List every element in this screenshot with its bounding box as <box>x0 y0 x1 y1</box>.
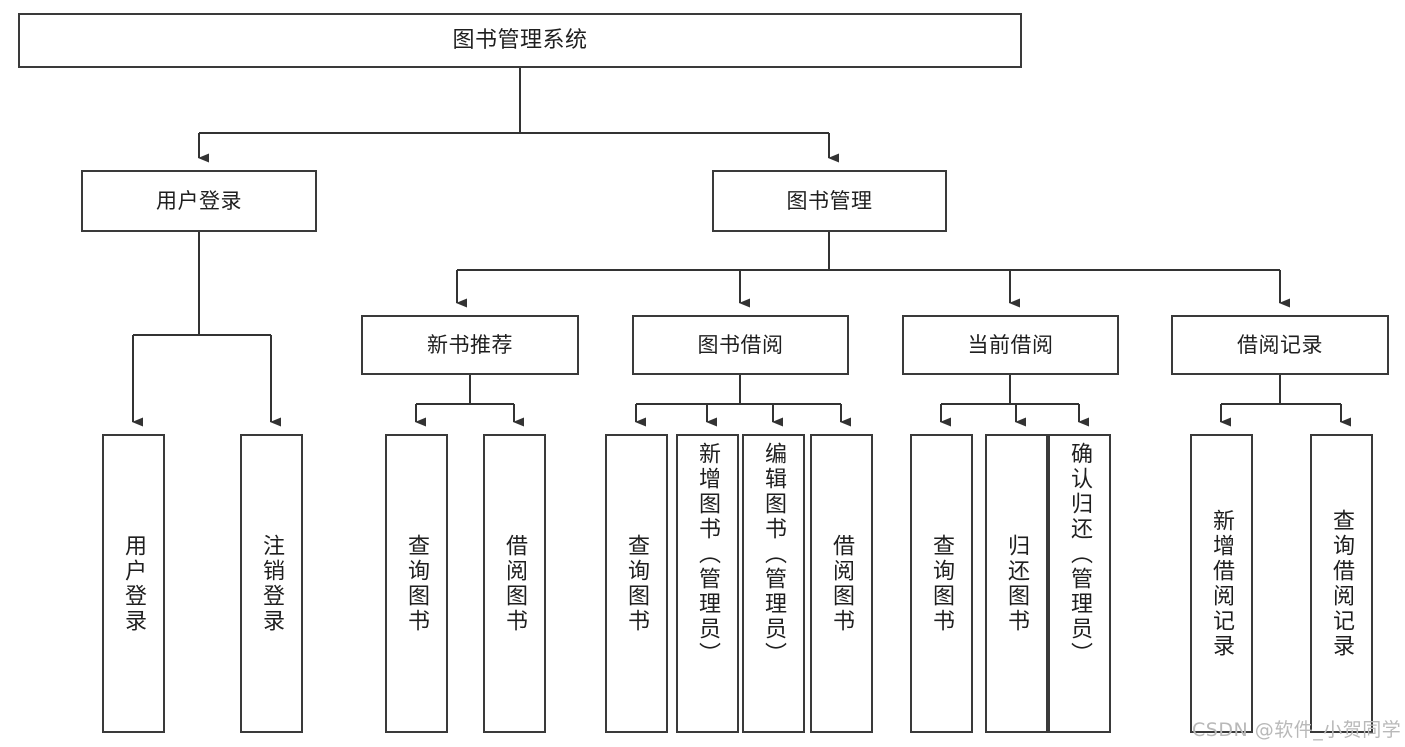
watermark-text: CSDN @软件_小贺同学 <box>1192 719 1402 741</box>
leaf-query-books-current[interactable]: 查询图书 <box>910 434 973 733</box>
leaf-edit-book-admin[interactable]: 编辑图书（管理员） <box>742 434 805 733</box>
node-book-borrow[interactable]: 图书借阅 <box>632 315 849 375</box>
leaf-add-book-admin[interactable]: 新增图书（管理员） <box>676 434 739 733</box>
node-new-book-recommend[interactable]: 新书推荐 <box>361 315 579 375</box>
leaf-user-login[interactable]: 用户登录 <box>102 434 165 733</box>
node-label: 借阅记录 <box>1237 332 1323 357</box>
node-label: 用户登录 <box>121 533 147 634</box>
node-book-management[interactable]: 图书管理 <box>712 170 947 232</box>
node-label: 图书管理 <box>786 188 873 213</box>
node-user-login[interactable]: 用户登录 <box>81 170 317 232</box>
node-label: 新增借阅记录 <box>1209 508 1235 659</box>
node-label: 编辑图书（管理员） <box>761 442 787 667</box>
node-label: 图书管理系统 <box>452 27 588 53</box>
node-label: 新书推荐 <box>427 332 513 357</box>
node-label: 查询图书 <box>929 533 955 634</box>
leaf-borrow-books-newbook[interactable]: 借阅图书 <box>483 434 546 733</box>
node-label: 查询借阅记录 <box>1329 508 1355 659</box>
node-label: 归还图书 <box>1004 533 1030 634</box>
node-label: 图书借阅 <box>697 332 784 357</box>
leaf-return-books[interactable]: 归还图书 <box>985 434 1048 733</box>
node-label: 查询图书 <box>404 533 430 634</box>
leaf-add-borrow-record[interactable]: 新增借阅记录 <box>1190 434 1253 733</box>
leaf-query-books-newbook[interactable]: 查询图书 <box>385 434 448 733</box>
node-label: 借阅图书 <box>829 533 855 634</box>
leaf-confirm-return-admin[interactable]: 确认归还（管理员） <box>1048 434 1111 733</box>
leaf-query-books-borrow[interactable]: 查询图书 <box>605 434 668 733</box>
node-label: 当前借阅 <box>967 332 1054 357</box>
node-borrow-records[interactable]: 借阅记录 <box>1171 315 1389 375</box>
node-label: 新增图书（管理员） <box>695 442 721 667</box>
node-label: 确认归还（管理员） <box>1067 442 1093 667</box>
node-current-borrow[interactable]: 当前借阅 <box>902 315 1119 375</box>
leaf-logout-login[interactable]: 注销登录 <box>240 434 303 733</box>
leaf-borrow-books[interactable]: 借阅图书 <box>810 434 873 733</box>
node-label: 注销登录 <box>259 533 285 634</box>
leaf-query-borrow-record[interactable]: 查询借阅记录 <box>1310 434 1373 733</box>
node-label: 借阅图书 <box>502 533 528 634</box>
node-label: 用户登录 <box>156 188 242 213</box>
node-root-system[interactable]: 图书管理系统 <box>18 13 1022 68</box>
node-label: 查询图书 <box>624 533 650 634</box>
